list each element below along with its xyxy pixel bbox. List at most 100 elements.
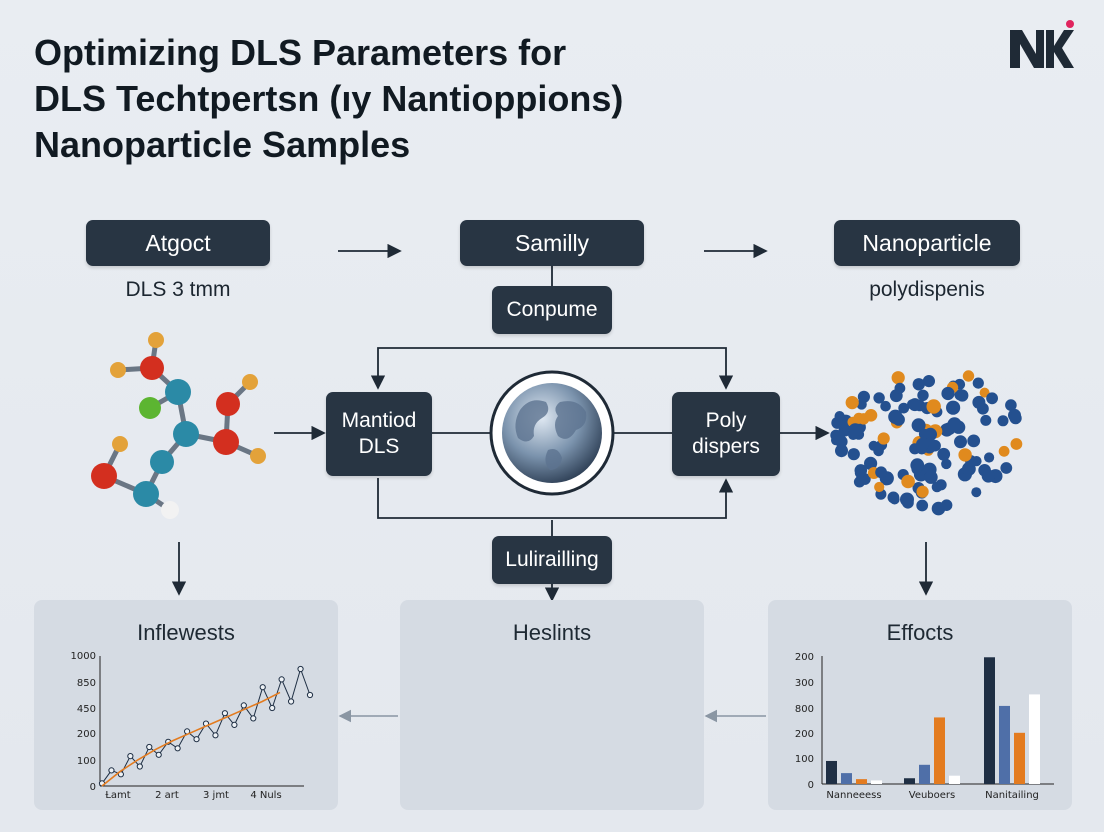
particle-orange [877,432,890,445]
panel-left-title: Inflewests [137,620,235,645]
particle-blue [971,487,982,498]
bar [856,779,867,784]
connector-bottom-frame [377,478,734,519]
particle-blue [940,499,953,512]
particle-orange [979,387,990,398]
particle-orange [958,448,972,462]
x-tick-label: Nanitailing [985,790,1039,801]
particle-orange [1010,438,1023,450]
bar [949,775,960,784]
x-tick-label: Veuboers [909,790,956,801]
title-line-3: Nanoparticle Samples [34,124,411,165]
bar [999,705,1010,784]
particle-blue [980,414,992,426]
y-tick-label: 800 [795,704,814,715]
particle-blue [834,411,845,422]
particle-orange [891,371,905,385]
particle-blue [889,494,900,505]
y-tick-label: 1000 [71,651,96,662]
bar [1014,732,1025,784]
particle-blue [848,429,859,440]
y-tick-label: 450 [77,704,96,715]
particle-blue [908,398,922,412]
data-point [155,751,162,758]
center-bottom-box: Lulirailling [492,536,612,584]
step-right-label: Nanoparticle [862,230,992,256]
y-tick-label: 200 [77,729,96,740]
data-point [108,767,115,774]
particle-blue [946,400,961,415]
particle-blue [900,492,914,507]
center-left-label-2: DLS [358,435,400,458]
bar [841,773,852,784]
particle-blue [864,456,878,470]
data-point [174,745,181,752]
particle-orange [901,474,915,489]
particle-blue [911,464,922,475]
particle-blue [912,378,925,391]
particle-blue [1000,462,1013,474]
x-tick-label: 2 art [155,790,179,801]
y-tick-label: 200 [795,652,814,663]
particle-blue [853,476,866,488]
particle-blue [972,377,984,389]
center-left-box: Mantiod DLS [326,392,432,476]
data-point [278,676,285,683]
data-point [146,743,153,751]
nk-logo [1010,20,1074,68]
particle-blue [986,392,998,405]
y-tick-label: 0 [90,782,96,793]
particle-blue [888,409,903,424]
molecule-illustration [91,332,266,519]
y-tick-label: 850 [77,678,96,689]
particle-orange [962,370,975,382]
particle-blue [947,417,962,432]
step-left-label: Atgoct [145,230,211,256]
particle-blue [941,458,952,470]
data-point [127,753,134,760]
particle-blue [916,499,929,512]
bar [1029,694,1040,784]
particle-blue [981,469,995,483]
title-line-1: Optimizing DLS Parameters for [34,32,567,73]
center-right-box: Poly dispers [672,392,780,476]
data-point [231,721,238,729]
center-top-label: Conpume [506,298,598,321]
particle-blue [835,444,848,458]
data-point [240,702,247,709]
bar [919,764,930,784]
center-left-label-1: Mantiod [341,409,417,432]
title-line-2: DLS Techtpertsn (ıy Nantioppions) [34,78,624,119]
x-tick-label: Ƚamt [105,790,130,801]
data-point [259,684,266,691]
data-point [212,732,219,739]
particle-blue [954,389,966,401]
particle-blue [922,375,936,388]
data-point [297,665,304,673]
data-point [136,763,143,770]
panel-right-title: Effocts [886,620,954,645]
center-right-label-2: dispers [692,435,760,458]
particle-blue [875,466,887,479]
step-right-sub: polydispenis [869,278,985,301]
particle-orange [916,485,929,498]
particle-blue [873,392,885,404]
particle-blue [880,400,891,412]
particle-orange [858,413,870,425]
particle-blue [1005,399,1017,411]
particle-blue [894,382,906,394]
series-line [101,691,281,787]
particle-blue [857,390,871,403]
particle-blue [835,435,848,448]
y-tick-label: 0 [808,780,814,791]
step-center-label: Samilly [514,230,590,256]
data-point [193,736,200,743]
data-point [287,698,295,705]
particle-blue [937,447,951,461]
bar [934,717,945,784]
particle-blue [1008,408,1021,422]
particle-blue [918,428,930,440]
bar [904,778,915,784]
particle-blue [847,448,860,461]
